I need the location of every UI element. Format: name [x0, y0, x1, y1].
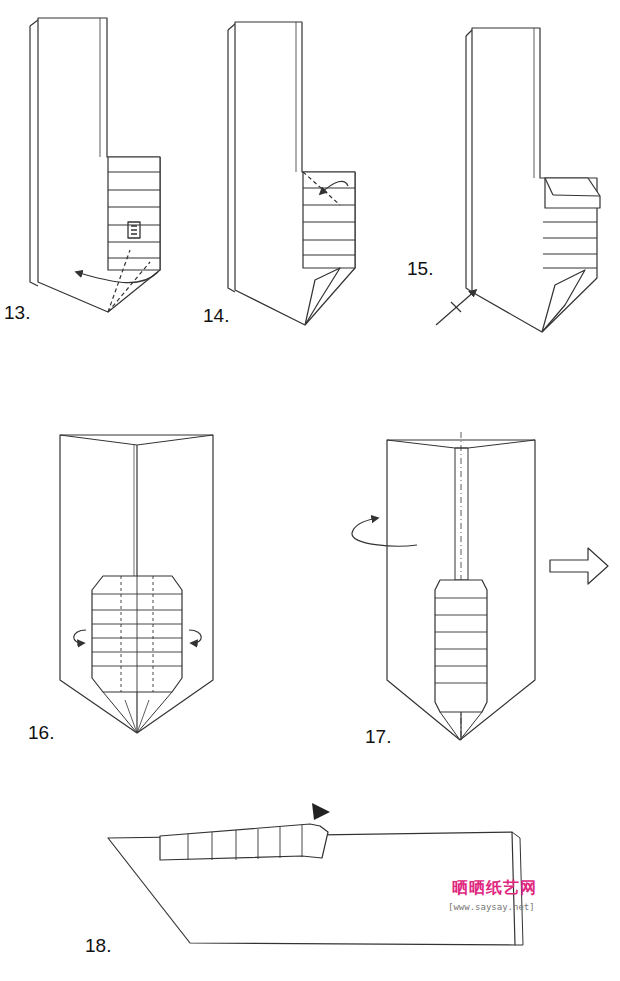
step-number: 13.	[4, 302, 30, 324]
step-number: 14.	[203, 305, 229, 327]
step-number: 17.	[365, 726, 391, 748]
step-18-figure	[108, 803, 523, 945]
step-16-figure	[60, 435, 213, 733]
step-15-figure	[436, 28, 600, 332]
step-number: 16.	[28, 722, 54, 744]
step-13-figure	[30, 18, 160, 312]
step-number: 18.	[85, 935, 111, 957]
step-17-figure	[352, 432, 608, 740]
step-14-figure	[228, 22, 355, 325]
step-number: 15.	[407, 258, 433, 280]
watermark-url: [www.saysay.net]	[448, 902, 535, 912]
watermark: 晒晒纸艺网	[452, 878, 537, 899]
